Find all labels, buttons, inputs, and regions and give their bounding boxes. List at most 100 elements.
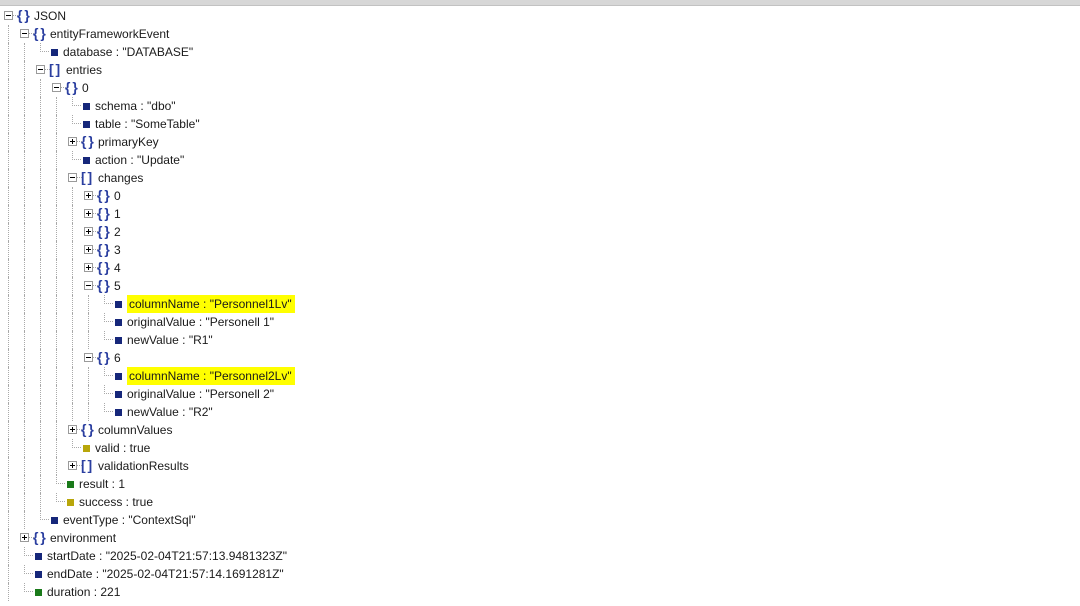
tree-guide-line: [24, 277, 26, 295]
tree-connector: [24, 547, 33, 556]
tree-row[interactable]: { }4: [0, 259, 1080, 277]
tree-row[interactable]: [ ]changes: [0, 169, 1080, 187]
tree-row[interactable]: endDate : "2025-02-04T21:57:14.1691281Z": [0, 565, 1080, 583]
tree-guide-line: [8, 349, 10, 367]
object-node-icon: { }: [97, 277, 110, 293]
collapse-node-icon[interactable]: [68, 173, 77, 182]
tree-guide-line: [24, 115, 26, 133]
tree-row[interactable]: { }1: [0, 205, 1080, 223]
tree-node-label: valid : true: [95, 441, 151, 455]
expand-node-icon[interactable]: [68, 137, 77, 146]
tree-row[interactable]: action : "Update": [0, 151, 1080, 169]
tree-node-label: 4: [114, 261, 121, 275]
tree-guide-line: [40, 277, 42, 295]
expand-node-icon[interactable]: [84, 245, 93, 254]
tree-row[interactable]: valid : true: [0, 439, 1080, 457]
tree-node-label: action : "Update": [95, 153, 185, 167]
collapse-node-icon[interactable]: [84, 281, 93, 290]
expand-node-icon[interactable]: [84, 227, 93, 236]
tree-row[interactable]: duration : 221: [0, 583, 1080, 601]
tree-row[interactable]: { }0: [0, 187, 1080, 205]
tree-row[interactable]: newValue : "R1": [0, 331, 1080, 349]
object-node-icon: { }: [33, 25, 46, 41]
tree-row[interactable]: schema : "dbo": [0, 97, 1080, 115]
tree-row[interactable]: { }environment: [0, 529, 1080, 547]
expand-node-icon[interactable]: [68, 425, 77, 434]
tree-connector: [104, 313, 113, 322]
tree-row[interactable]: originalValue : "Personell 2": [0, 385, 1080, 403]
tree-guide-line: [24, 421, 26, 439]
tree-connector: [24, 565, 33, 574]
tree-row[interactable]: database : "DATABASE": [0, 43, 1080, 61]
tree-guide-line: [24, 331, 26, 349]
object-node-icon: { }: [17, 7, 30, 23]
tree-guide-line: [8, 61, 10, 79]
tree-connector: [77, 177, 82, 179]
tree-row[interactable]: originalValue : "Personell 1": [0, 313, 1080, 331]
tree-row[interactable]: success : true: [0, 493, 1080, 511]
tree-connector: [40, 43, 49, 52]
tree-row[interactable]: { }5: [0, 277, 1080, 295]
expand-node-icon[interactable]: [84, 191, 93, 200]
tree-guide-line: [40, 241, 42, 259]
object-node-icon: { }: [81, 421, 94, 437]
tree-guide-line: [56, 295, 58, 313]
tree-row[interactable]: columnName : "Personnel1Lv": [0, 295, 1080, 313]
tree-node-label: result : 1: [79, 477, 126, 491]
tree-guide-line: [56, 277, 58, 295]
tree-guide-line: [40, 295, 42, 313]
tree-row[interactable]: result : 1: [0, 475, 1080, 493]
tree-row[interactable]: startDate : "2025-02-04T21:57:13.9481323…: [0, 547, 1080, 565]
tree-row[interactable]: { }entityFrameworkEvent: [0, 25, 1080, 43]
tree-row[interactable]: eventType : "ContextSql": [0, 511, 1080, 529]
collapse-node-icon[interactable]: [4, 11, 13, 20]
tree-row[interactable]: { }columnValues: [0, 421, 1080, 439]
tree-connector: [93, 195, 98, 197]
tree-row[interactable]: { }primaryKey: [0, 133, 1080, 151]
tree-row[interactable]: newValue : "R2": [0, 403, 1080, 421]
tree-node-label: 0: [114, 189, 121, 203]
collapse-node-icon[interactable]: [36, 65, 45, 74]
tree-guide-line: [24, 349, 26, 367]
string-value-marker-icon: [115, 301, 122, 308]
tree-guide-line: [56, 349, 58, 367]
tree-guide-line: [56, 457, 58, 475]
tree-connector: [77, 429, 82, 431]
tree-guide-line: [24, 205, 26, 223]
tree-guide-line: [8, 115, 10, 133]
tree-guide-line: [40, 79, 42, 97]
tree-guide-line: [40, 403, 42, 421]
tree-node-label: 3: [114, 243, 121, 257]
tree-guide-line: [72, 349, 74, 367]
expand-node-icon[interactable]: [68, 461, 77, 470]
collapse-node-icon[interactable]: [52, 83, 61, 92]
tree-row[interactable]: [ ]validationResults: [0, 457, 1080, 475]
tree-guide-line: [8, 169, 10, 187]
tree-row[interactable]: { }6: [0, 349, 1080, 367]
tree-connector: [72, 151, 81, 160]
tree-row[interactable]: columnName : "Personnel2Lv": [0, 367, 1080, 385]
tree-guide-line: [8, 97, 10, 115]
expand-node-icon[interactable]: [84, 209, 93, 218]
tree-node-label: 0: [82, 81, 89, 95]
array-node-icon: [ ]: [49, 61, 60, 77]
tree-row[interactable]: { }2: [0, 223, 1080, 241]
expand-node-icon[interactable]: [20, 533, 29, 542]
tree-guide-line: [72, 331, 74, 349]
tree-guide-line: [40, 259, 42, 277]
tree-row[interactable]: table : "SomeTable": [0, 115, 1080, 133]
tree-guide-line: [8, 421, 10, 439]
tree-node-label: 2: [114, 225, 121, 239]
tree-guide-line: [8, 133, 10, 151]
tree-row[interactable]: { }3: [0, 241, 1080, 259]
tree-row[interactable]: { }0: [0, 79, 1080, 97]
tree-row[interactable]: [ ]entries: [0, 61, 1080, 79]
collapse-node-icon[interactable]: [84, 353, 93, 362]
tree-guide-line: [72, 259, 74, 277]
expand-node-icon[interactable]: [84, 263, 93, 272]
tree-row[interactable]: { }JSON: [0, 7, 1080, 25]
tree-guide-line: [56, 403, 58, 421]
tree-guide-line: [72, 187, 74, 205]
tree-guide-line: [24, 61, 26, 79]
collapse-node-icon[interactable]: [20, 29, 29, 38]
